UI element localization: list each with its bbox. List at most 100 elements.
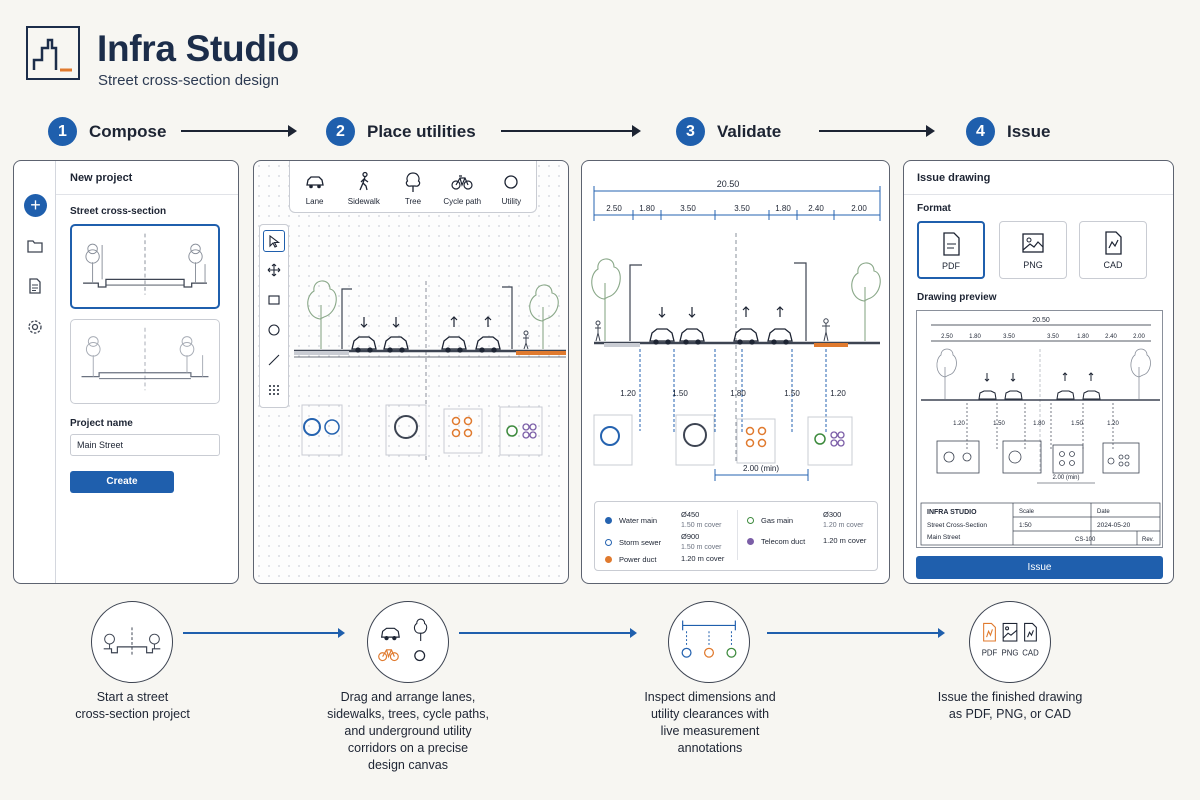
legend-swatch	[605, 539, 612, 546]
format-option-png[interactable]: PNG	[999, 221, 1067, 279]
grid-tool[interactable]	[263, 379, 285, 401]
format-option-pdf[interactable]: PDF	[917, 221, 985, 279]
step-place-utilities[interactable]: 2 Place utilities	[326, 117, 476, 146]
caption-text: Start a street cross-section project	[75, 690, 190, 721]
direction-arrows	[658, 306, 784, 318]
issue-button[interactable]: Issue	[916, 556, 1163, 579]
tool-bar	[259, 224, 289, 408]
divider	[904, 194, 1173, 195]
palette-item-utility[interactable]: Utility	[487, 161, 536, 212]
format-label-text: CAD	[1103, 260, 1123, 270]
flow-arrow	[459, 629, 637, 637]
divider	[56, 194, 238, 195]
title-block-drawing-no: CS-100	[1075, 537, 1096, 543]
cycle-path	[516, 351, 566, 355]
legend-note: 1.20 m cover	[823, 522, 864, 529]
legend-value: 1.20 m cover	[823, 536, 867, 545]
pdf-file-icon	[943, 232, 960, 256]
design-canvas[interactable]	[294, 261, 566, 461]
circle-tool[interactable]	[263, 319, 285, 341]
format-label-text: PNG	[1023, 260, 1043, 270]
palette-item-sidewalk[interactable]: Sidewalk	[339, 161, 388, 212]
step-compose[interactable]: 1 Compose	[48, 117, 166, 146]
segment-label: 2.40	[808, 204, 824, 213]
template-thumbnail-selected[interactable]	[70, 224, 220, 309]
palette-item-label: Sidewalk	[347, 197, 380, 206]
tree-icon	[405, 172, 421, 192]
palette-item-label: Tree	[404, 197, 422, 206]
street-lamp	[502, 286, 513, 349]
step-validate[interactable]: 3 Validate	[676, 117, 781, 146]
circle-icon	[504, 175, 519, 189]
car-icon	[305, 176, 324, 189]
template-thumbnail[interactable]	[70, 319, 220, 404]
format-option-cad[interactable]: CAD	[1079, 221, 1147, 279]
legend-swatch	[747, 517, 754, 524]
segment-label: 3.50	[734, 204, 750, 213]
panel-header: New project	[70, 172, 133, 184]
depth-label: 1.20	[830, 389, 846, 398]
cycle-path	[814, 343, 848, 347]
water-main	[303, 418, 321, 436]
image-icon	[1022, 233, 1044, 253]
palette-item-label: Cycle path	[443, 197, 482, 206]
flow-arrow	[767, 629, 945, 637]
sidewalk	[294, 351, 349, 355]
measurement-icon	[681, 620, 737, 658]
preview-min-spacing: 2.00 (min)	[1052, 475, 1079, 481]
palette-item-cycle-path[interactable]: Cycle path	[438, 161, 487, 212]
step-label: Place utilities	[367, 121, 476, 141]
pedestrian-icon	[523, 330, 529, 350]
legend-swatch	[747, 537, 754, 545]
project-name-input[interactable]	[70, 434, 220, 456]
tree-right	[529, 284, 559, 349]
depth-label: 1.80	[730, 389, 746, 398]
drawing-preview: 20.50 2.50 1.80 3.50 3.50 1.80 2.40 2.00	[916, 310, 1163, 548]
place-summary-icon	[367, 601, 449, 683]
segment-label: 1.80	[775, 204, 791, 213]
tree-left	[591, 258, 621, 341]
place-utilities-panel: Lane Sidewalk Tree Cycle path Utility	[253, 160, 569, 584]
depth-label: 1.50	[672, 389, 688, 398]
preview-depth-label: 1.20	[953, 421, 965, 427]
cad-file-icon	[1105, 231, 1122, 255]
caption-text: Drag and arrange lanes, sidewalks, trees…	[327, 690, 489, 772]
legend-item-telecom-duct: Telecom duct 1.20 m cover	[747, 536, 879, 546]
telecom-duct	[830, 431, 845, 447]
new-project-button[interactable]: +	[24, 194, 47, 217]
issue-summary-icon: PDF PNG CAD	[969, 601, 1051, 683]
title-block-scale-label: Scale	[1019, 509, 1035, 515]
step-number: 1	[48, 117, 77, 146]
create-button[interactable]: Create	[70, 471, 174, 493]
storm-sewer	[683, 423, 707, 447]
preview-depth-label: 1.50	[993, 421, 1005, 427]
bicycle-icon	[451, 175, 473, 190]
move-tool[interactable]	[263, 259, 285, 281]
utility-trench	[443, 408, 483, 454]
grid-icon	[269, 385, 279, 395]
car-icon	[733, 328, 759, 345]
storm-sewer	[324, 419, 340, 435]
element-palette: Lane Sidewalk Tree Cycle path Utility	[289, 161, 537, 213]
folder-icon[interactable]	[26, 237, 44, 255]
document-icon[interactable]	[26, 277, 44, 295]
move-icon	[267, 263, 281, 277]
rectangle-tool[interactable]	[263, 289, 285, 311]
palette-item-tree[interactable]: Tree	[388, 161, 437, 212]
step-caption-compose: Start a street cross-section project	[55, 689, 210, 723]
step-arrow	[181, 125, 297, 137]
title-block-company: INFRA STUDIO	[927, 509, 977, 516]
line-tool[interactable]	[263, 349, 285, 371]
palette-item-lane[interactable]: Lane	[290, 161, 339, 212]
select-tool[interactable]	[263, 230, 285, 252]
utility-trench	[385, 404, 427, 456]
gear-icon[interactable]	[26, 318, 44, 336]
pedestrian-icon	[359, 171, 369, 191]
caption-text: Inspect dimensions and utility clearance…	[644, 690, 776, 755]
preview-total-width: 20.50	[1032, 317, 1050, 324]
sewer-pipe	[394, 415, 418, 439]
title-block-rev: Rev.	[1142, 537, 1154, 543]
step-issue[interactable]: 4 Issue	[966, 117, 1050, 146]
legend-name: Storm sewer	[619, 538, 662, 547]
project-name-label: Project name	[70, 418, 133, 429]
